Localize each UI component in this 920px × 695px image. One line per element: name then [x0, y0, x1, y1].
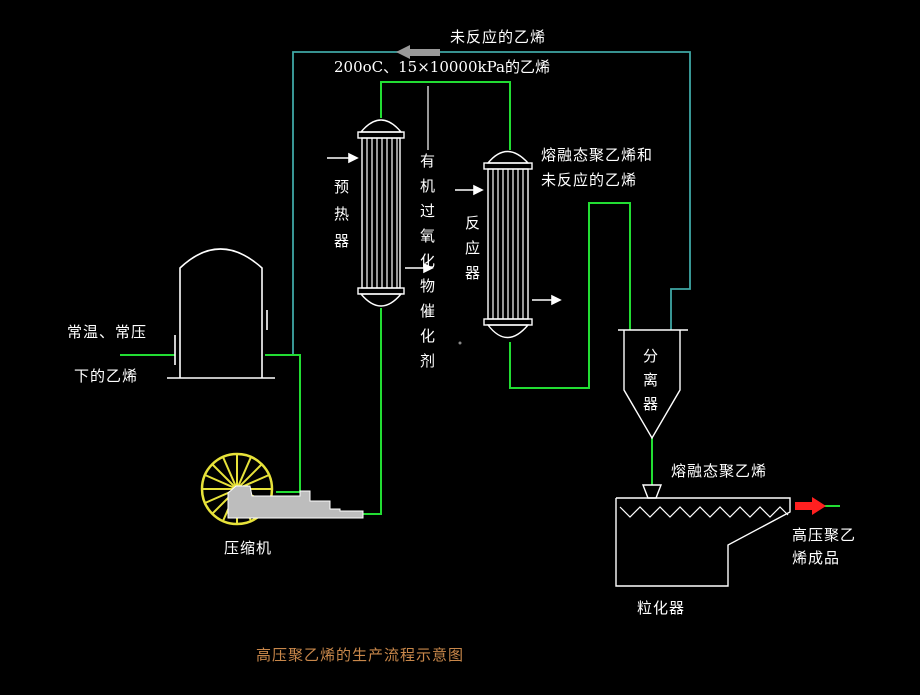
reactor-to-separator-line [509, 202, 631, 389]
diagram-caption: 高压聚乙烯的生产流程示意图 [256, 646, 464, 664]
preheater-label: 预 热 器 [334, 178, 350, 250]
melt-unreacted-label-line2: 未反应的乙烯 [541, 171, 637, 189]
catalyst-char: 化 [420, 327, 436, 345]
product-label-line1: 高压聚乙 [792, 526, 856, 544]
preheater-char: 热 [334, 205, 350, 223]
compressor-icon [200, 452, 364, 526]
preheater-char: 预 [334, 178, 350, 196]
catalyst-char: 有 [420, 152, 436, 170]
reactor-label: 反 应 器 [465, 214, 481, 282]
stray-dot [458, 341, 462, 345]
catalyst-label: 有 机 过 氧 化 物 催 化 剂 [420, 152, 436, 370]
product-arrow [795, 497, 826, 515]
conditions-label: 200oC、15×10000kPa的乙烯 [334, 58, 550, 76]
tank-to-compressor-line [265, 354, 301, 493]
compressor-label: 压缩机 [224, 539, 272, 557]
process-lines [120, 81, 840, 515]
separator-char: 器 [643, 395, 659, 413]
reactor-char: 器 [465, 264, 481, 282]
feed-label-line1: 常温、常压 [67, 323, 147, 341]
catalyst-char: 机 [420, 177, 436, 195]
preheater-to-reactor-line [380, 81, 511, 150]
separator-char: 离 [643, 371, 659, 389]
product-label-line2: 烯成品 [792, 549, 840, 567]
storage-tank [167, 248, 275, 379]
preheater-arrows [327, 152, 434, 274]
catalyst-char: 过 [420, 202, 436, 220]
unreacted-ethylene-label: 未反应的乙烯 [450, 28, 546, 46]
catalyst-char: 氧 [420, 227, 436, 245]
separator-icon [618, 329, 688, 440]
recycle-arrow [396, 45, 440, 59]
reactor-char: 反 [465, 214, 481, 232]
separator-label: 分 离 器 [643, 347, 659, 413]
reactor-icon [483, 150, 533, 339]
feed-label-line2: 下的乙烯 [74, 367, 138, 385]
reactor-arrows [455, 184, 562, 306]
preheater-icon [357, 119, 405, 307]
separator-char: 分 [643, 347, 659, 365]
reactor-char: 应 [465, 239, 481, 257]
catalyst-char: 物 [420, 277, 436, 295]
molten-pe-label: 熔融态聚乙烯 [671, 462, 767, 480]
melt-unreacted-label-line1: 熔融态聚乙烯和 [541, 146, 653, 164]
compressor-to-preheater-line [363, 308, 382, 515]
catalyst-char: 剂 [420, 352, 436, 370]
preheater-char: 器 [334, 232, 350, 250]
granulator-label: 粒化器 [637, 599, 685, 617]
granulator-icon [615, 484, 791, 587]
catalyst-char: 化 [420, 252, 436, 270]
catalyst-char: 催 [420, 302, 436, 320]
